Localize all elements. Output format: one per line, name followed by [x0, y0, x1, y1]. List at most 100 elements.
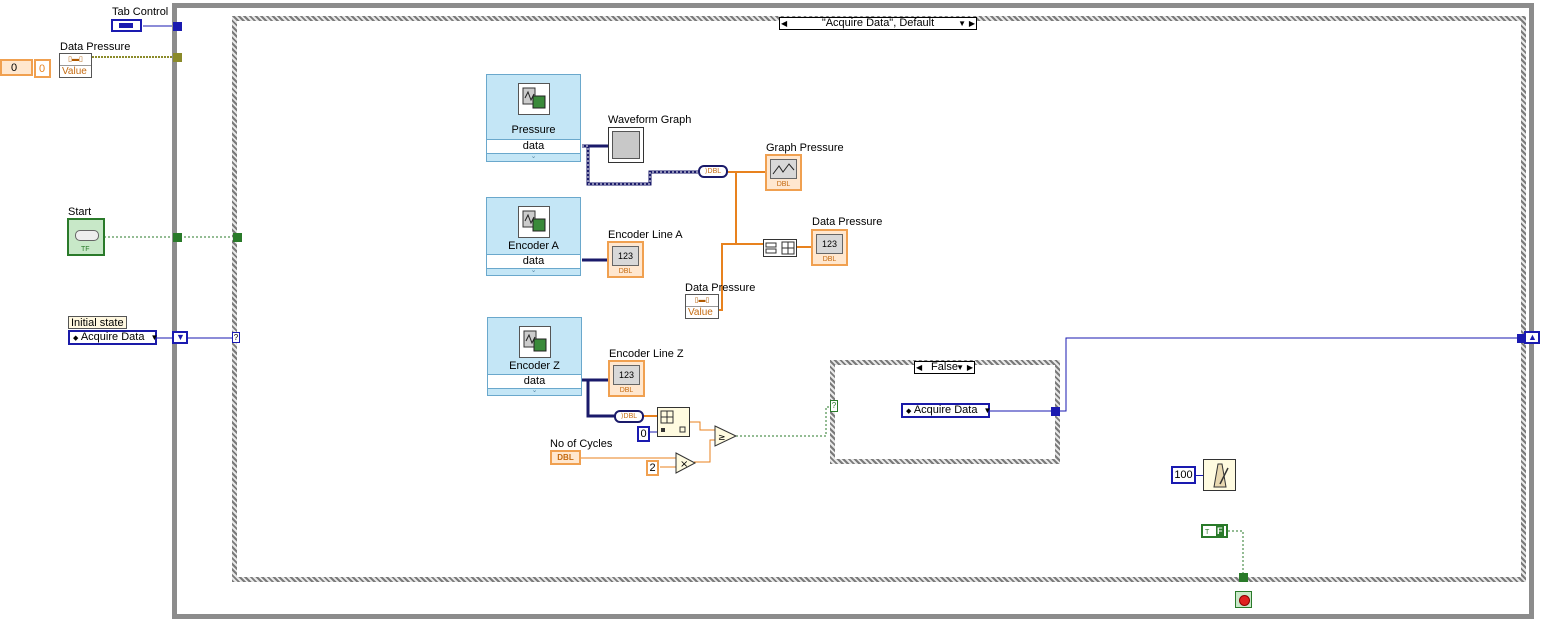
- svg-text:≥: ≥: [718, 433, 726, 443]
- property-node-header-icon: ▯▬▯: [60, 54, 91, 66]
- no-of-cycles-label: No of Cycles: [550, 438, 613, 450]
- start-tunnel: [173, 233, 182, 242]
- const-two[interactable]: 2: [646, 460, 659, 476]
- case-output-tunnel: [1517, 334, 1526, 343]
- local-variable-value: Value: [688, 307, 713, 318]
- shift-register-left[interactable]: ▼: [172, 331, 188, 344]
- expand-chevron-icon[interactable]: ⌄: [530, 153, 537, 160]
- case-selector-terminal[interactable]: ?: [232, 332, 240, 343]
- array-const-index-value: 0: [11, 62, 18, 74]
- multiply-node[interactable]: ×: [675, 452, 697, 474]
- increment-case-icon[interactable]: ▶: [968, 19, 975, 28]
- daq-output[interactable]: data: [487, 139, 580, 154]
- daq-assistant-icon: [518, 206, 550, 238]
- array-const-index[interactable]: 0: [0, 59, 33, 76]
- encoder-z-num: 123: [613, 365, 640, 385]
- inner-case-selector-terminal[interactable]: ?: [830, 400, 838, 412]
- data-pressure-type: DBL: [822, 256, 837, 263]
- enum-updown-icon: ◆: [73, 335, 79, 342]
- data-pressure-local-variable[interactable]: ▯▬▯ Value: [685, 294, 719, 319]
- case-selector[interactable]: ◀ "Acquire Data", Default ▼ ▶: [779, 17, 977, 30]
- acquire-data-enum-value: Acquire Data: [913, 404, 978, 416]
- daq-name: Encoder A: [508, 240, 559, 252]
- encoder-line-a-indicator[interactable]: 123 DBL: [607, 241, 644, 278]
- daq-assistant-encoder-a[interactable]: Encoder A data ⌄: [486, 197, 581, 276]
- waveform-graph-terminal[interactable]: [608, 127, 644, 163]
- decrement-case-icon[interactable]: ◀: [916, 363, 923, 372]
- to-dbl-conversion-node-z[interactable]: ⟩DBL: [614, 410, 644, 423]
- local-variable-label: Data Pressure: [685, 282, 756, 294]
- encoder-line-a-label: Encoder Line A: [608, 229, 683, 241]
- increment-case-icon[interactable]: ▶: [966, 363, 973, 372]
- case-structure[interactable]: [232, 16, 1526, 582]
- waveform-graph-label: Waveform Graph: [608, 114, 692, 126]
- daq-name: Pressure: [511, 124, 556, 136]
- case-dropdown-icon[interactable]: ▼: [956, 363, 964, 372]
- daq-output[interactable]: data: [487, 254, 580, 269]
- tab-control-label: Tab Control: [112, 6, 169, 18]
- encoder-a-type: DBL: [618, 268, 633, 275]
- enum-updown-icon: ◆: [906, 408, 912, 415]
- data-pressure-property-label: Data Pressure: [60, 41, 131, 53]
- no-of-cycles-terminal[interactable]: DBL: [550, 450, 581, 465]
- enum-dropdown-icon[interactable]: ▼: [983, 406, 992, 415]
- to-dbl-conversion-node[interactable]: ⟩DBL: [698, 165, 728, 178]
- index-array-node[interactable]: [657, 407, 690, 437]
- shift-register-down-icon: ▼: [176, 332, 185, 342]
- data-pressure-indicator-label: Data Pressure: [812, 216, 883, 228]
- graph-icon: [770, 159, 797, 179]
- stop-icon: [1239, 595, 1250, 606]
- daq-output[interactable]: data: [488, 374, 581, 389]
- decrement-case-icon[interactable]: ◀: [781, 19, 788, 28]
- no-of-cycles-type: DBL: [557, 453, 574, 462]
- false-const[interactable]: T F: [1201, 524, 1228, 538]
- shift-register-right[interactable]: ▲: [1524, 331, 1540, 344]
- start-button-terminal[interactable]: TF: [67, 218, 105, 256]
- expand-chevron-icon[interactable]: ⌄: [531, 387, 538, 394]
- wait-ms-node[interactable]: [1203, 459, 1236, 491]
- array-num-icon: 123: [816, 234, 843, 254]
- inner-case-selector[interactable]: ◀ False ▼ ▶: [914, 361, 975, 374]
- daq-assistant-icon: [518, 83, 550, 115]
- greater-or-equal-node[interactable]: ≥: [714, 425, 738, 447]
- boolean-const-icon: T: [1205, 529, 1210, 536]
- graph-pressure-type: DBL: [776, 181, 791, 188]
- svg-text:×: ×: [680, 459, 688, 470]
- case-selector-label: "Acquire Data", Default: [821, 17, 935, 29]
- property-tunnel: [173, 53, 182, 62]
- case-dropdown-icon[interactable]: ▼: [958, 19, 966, 28]
- while-loop[interactable]: [172, 3, 1534, 619]
- array-const-element[interactable]: 0: [34, 59, 51, 78]
- expand-chevron-icon[interactable]: ⌄: [530, 267, 537, 274]
- build-array-node[interactable]: [763, 239, 797, 257]
- wait-ms-const[interactable]: 100: [1171, 466, 1196, 484]
- enum-dropdown-icon[interactable]: ▼: [150, 333, 159, 342]
- daq-assistant-icon: [519, 326, 551, 358]
- array-const-element-value: 0: [39, 63, 46, 75]
- daq-assistant-pressure[interactable]: Pressure data ⌄: [486, 74, 581, 162]
- initial-state-enum[interactable]: ◆ Acquire Data ▼: [68, 330, 159, 345]
- encoder-line-z-indicator[interactable]: 123 DBL: [608, 360, 645, 397]
- encoder-z-type: DBL: [619, 387, 634, 394]
- data-pressure-property-node[interactable]: ▯▬▯ Value: [59, 53, 92, 78]
- metronome-icon: [1213, 463, 1229, 488]
- graph-pressure-terminal[interactable]: DBL: [765, 154, 802, 191]
- stop-tunnel: [1239, 573, 1248, 582]
- acquire-data-enum-const[interactable]: ◆ Acquire Data ▼: [901, 403, 992, 418]
- index-const-zero[interactable]: 0: [637, 426, 650, 442]
- start-case-tunnel: [233, 233, 242, 242]
- start-label: Start: [68, 206, 92, 218]
- inner-case-output-tunnel: [1051, 407, 1060, 416]
- encoder-line-z-label: Encoder Line Z: [609, 348, 684, 360]
- property-node-header-icon: ▯▬▯: [686, 295, 718, 307]
- stop-condition-terminal[interactable]: [1235, 591, 1252, 608]
- boolean-button-icon: [75, 230, 99, 241]
- initial-state-label: Initial state: [68, 316, 127, 329]
- daq-assistant-encoder-z[interactable]: Encoder Z data ⌄: [487, 317, 582, 396]
- shift-register-up-icon: ▲: [1528, 332, 1537, 342]
- tab-control-terminal[interactable]: [111, 19, 142, 32]
- tab-control-tunnel: [173, 22, 182, 31]
- data-pressure-indicator[interactable]: 123 DBL: [811, 229, 848, 266]
- encoder-a-num: 123: [612, 246, 639, 266]
- graph-pressure-label: Graph Pressure: [766, 142, 844, 154]
